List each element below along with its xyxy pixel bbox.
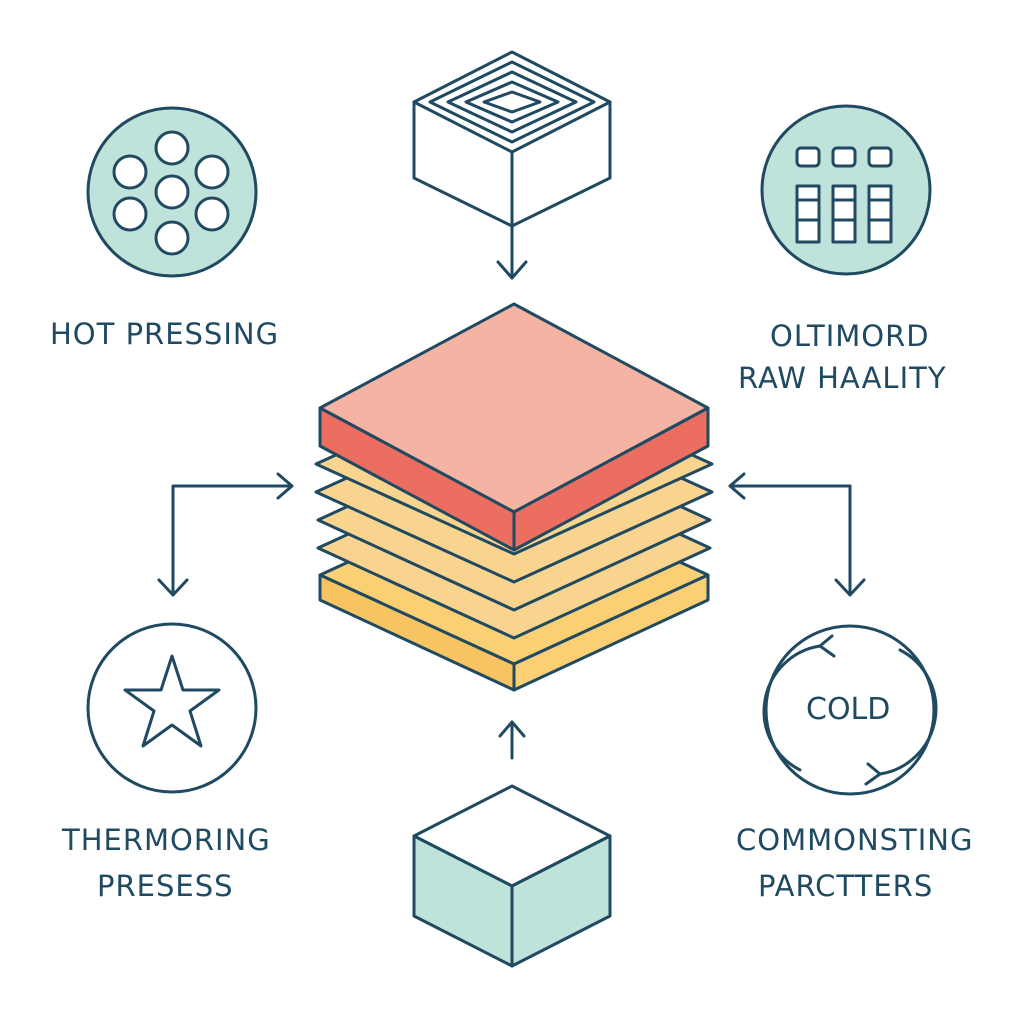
label-top-right-line1: OLTIMORD [770,319,930,353]
arrow-left-to-center [171,472,294,500]
label-bottom-left-line2: PRESESS [97,869,234,903]
layered-stack-icon [314,302,714,692]
label-bottom-right-line2: PARCTTERS [758,869,934,903]
open-box-icon [412,50,612,228]
label-bottom-right-line1: COMMONSTING [736,823,974,857]
arrow-right-to-center [728,472,852,500]
arrow-left-down [157,484,189,597]
label-bottom-left-line1: THERMORING [62,823,271,857]
circles-cluster-icon [86,106,258,278]
label-hot-pressing: HOT PRESSING [50,317,280,351]
cold-cycle-icon [762,624,938,796]
grid-blocks-icon [760,104,932,276]
cold-badge-text: COLD [806,692,891,727]
arrow-top-to-center [496,224,528,280]
arrow-bottom-to-center [498,720,526,760]
label-top-right-line2: RAW HAALITY [738,361,947,395]
arrow-right-down [834,484,866,597]
star-icon [86,622,258,794]
cube-icon [412,784,612,968]
